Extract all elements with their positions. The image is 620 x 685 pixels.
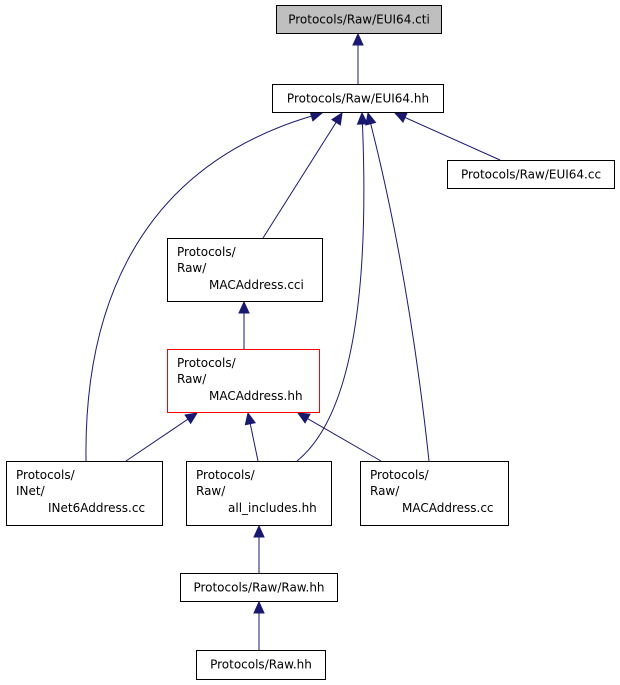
arrowhead: [393, 112, 408, 123]
edge-raw_hh-to-all_inc: [253, 524, 265, 573]
edge-line: [370, 123, 430, 462]
arrowhead: [296, 412, 311, 424]
node-label-line: INet/: [16, 484, 45, 498]
node-label-line: MACAddress.cci: [209, 278, 304, 292]
node-label-line: Protocols/: [196, 468, 255, 482]
node-eui64-cti[interactable]: Protocols/Raw/EUI64.cti: [276, 5, 442, 34]
edge-inet6_cc-to-mac_hh: [125, 412, 199, 462]
node-label-line: Protocols/Raw/EUI64.hh: [286, 91, 430, 105]
edge-all_inc-to-mac_hh: [244, 411, 259, 462]
edge-line: [307, 418, 382, 462]
edge-line: [249, 423, 259, 462]
arrowhead: [365, 111, 377, 126]
node-all-includes-hh[interactable]: Protocols/Raw/all_includes.hh: [186, 461, 332, 526]
node-label-line: INet6Address.cc: [48, 501, 146, 515]
arrowhead: [244, 411, 257, 426]
node-label-line: Raw/: [196, 484, 226, 498]
node-label-line: Protocols/Raw/EUI64.cti: [288, 12, 430, 26]
node-label-line: all_includes.hh: [228, 501, 317, 515]
node-label-line: Protocols/: [16, 468, 75, 482]
arrowhead: [253, 600, 265, 614]
edge-all_inc-to-eui64_hh: [296, 111, 369, 462]
node-raw-raw-hh[interactable]: Protocols/Raw/Raw.hh: [180, 573, 338, 602]
node-label-line: MACAddress.cc: [402, 501, 494, 515]
node-label-line: Protocols/: [370, 468, 429, 482]
node-macaddress-cci[interactable]: Protocols/Raw/MACAddress.cci: [167, 238, 323, 302]
node-protocols-raw-hh[interactable]: Protocols/Raw.hh: [196, 650, 326, 680]
node-label-line: Protocols/Raw/EUI64.cc: [460, 167, 602, 181]
arrowhead: [352, 32, 364, 46]
edge-mac_cc-to-mac_hh: [296, 412, 382, 462]
edge-line: [262, 122, 337, 239]
edge-protocols_raw_hh-to-raw_hh: [253, 600, 265, 650]
edge-line: [125, 418, 189, 462]
arrowhead: [184, 412, 199, 425]
arrowhead: [356, 111, 369, 125]
edge-mac_cc-to-eui64_hh: [365, 111, 430, 462]
edge-mac_cci-to-eui64_hh: [262, 111, 343, 239]
node-eui64-cc[interactable]: Protocols/Raw/EUI64.cc: [447, 160, 615, 189]
node-label-line: Protocols/: [177, 356, 236, 370]
node-macaddress-hh[interactable]: Protocols/Raw/MACAddress.hh: [167, 349, 320, 413]
node-inet6address-cc[interactable]: Protocols/INet/INet6Address.cc: [6, 461, 163, 526]
node-macaddress-cc[interactable]: Protocols/Raw/MACAddress.cc: [360, 461, 509, 526]
node-label-line: Raw/: [177, 261, 207, 275]
node-label-line: Raw/: [177, 372, 207, 386]
edge-line: [85, 115, 312, 462]
arrowhead: [253, 524, 265, 538]
arrowhead: [238, 300, 250, 314]
edge-eui64_cc-to-eui64_hh: [393, 112, 501, 161]
node-label-line: Raw/: [370, 484, 400, 498]
edge-mac_hh-to-mac_cci: [238, 300, 250, 349]
edge-line: [296, 123, 365, 462]
node-eui64-hh[interactable]: Protocols/Raw/EUI64.hh: [272, 84, 444, 113]
node-label-line: Protocols/: [177, 245, 236, 259]
edge-eui64_hh-to-eui64_cti: [352, 32, 364, 84]
node-label-line: Protocols/Raw.hh: [210, 657, 312, 672]
edge-line: [404, 117, 501, 161]
arrowhead: [330, 111, 343, 126]
node-label-line: MACAddress.hh: [209, 389, 303, 403]
node-label-line: Protocols/Raw/Raw.hh: [193, 580, 325, 594]
